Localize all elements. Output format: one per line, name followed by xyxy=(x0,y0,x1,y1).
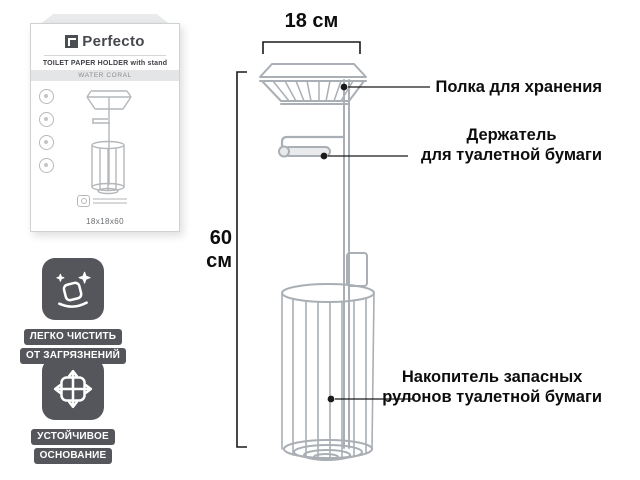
fine-print-placeholder xyxy=(93,196,127,206)
box-artwork-area xyxy=(31,81,179,231)
callout-paper-holder: Держатель для туалетной бумаги xyxy=(421,125,602,165)
box-front-face: Perfecto TOILET PAPER HOLDER with stand … xyxy=(30,23,180,232)
callout-line: Накопитель запасных xyxy=(401,368,583,386)
brand-logo-icon xyxy=(65,35,79,48)
brand-row: Perfecto xyxy=(65,33,144,50)
box-feature-icon xyxy=(39,89,54,104)
sparkle-clean-icon xyxy=(56,271,91,308)
box-top-face xyxy=(41,14,169,23)
box-product-title: TOILET PAPER HOLDER with stand xyxy=(42,60,168,67)
callout-line: Держатель xyxy=(466,126,557,144)
feature-tile xyxy=(42,258,104,320)
divider xyxy=(44,55,166,56)
feature-label-line: УСТОЙЧИВОЕ xyxy=(31,429,115,445)
box-feature-icon xyxy=(39,158,54,173)
callout-line: рулонов туалетной бумаги xyxy=(382,388,602,406)
feature-tile xyxy=(42,358,104,420)
product-packaging-box: Perfecto TOILET PAPER HOLDER with stand … xyxy=(30,14,180,232)
feature-stable-base: УСТОЙЧИВОЕ ОСНОВАНИЕ xyxy=(16,358,130,464)
box-feature-icon xyxy=(39,112,54,127)
callout-line: для туалетной бумаги xyxy=(421,146,602,164)
toilet-roll-icon xyxy=(77,195,90,207)
dimension-brackets xyxy=(236,41,361,448)
callout-spare-roll-storage: Накопитель запасных рулонов туалетной бу… xyxy=(382,367,602,407)
box-size-label: 18x18x60 xyxy=(86,217,124,226)
toilet-paper-stand-drawing xyxy=(259,63,375,461)
callout-line: Полка для хранения xyxy=(435,78,602,96)
height-dimension-label: 60 см xyxy=(206,227,232,272)
box-product-subtitle: WATER CORAL xyxy=(31,70,179,81)
feature-easy-clean: ЛЕГКО ЧИСТИТЬ ОТ ЗАГРЯЗНЕНИЙ xyxy=(16,258,130,364)
width-dimension-label: 18 см xyxy=(284,10,339,32)
callout-storage-shelf: Полка для хранения xyxy=(435,77,602,97)
feature-label-line: ОСНОВАНИЕ xyxy=(33,448,113,464)
feature-label: УСТОЙЧИВОЕ ОСНОВАНИЕ xyxy=(31,426,115,464)
box-side-icons xyxy=(39,89,54,173)
box-feature-icon xyxy=(39,135,54,150)
arrows-cross-icon xyxy=(53,369,93,409)
box-roll-note xyxy=(77,195,127,207)
box-product-drawing xyxy=(86,90,132,195)
brand-name: Perfecto xyxy=(82,33,145,50)
callout-leaders xyxy=(320,83,430,403)
feature-label-line: ЛЕГКО ЧИСТИТЬ xyxy=(23,329,123,345)
